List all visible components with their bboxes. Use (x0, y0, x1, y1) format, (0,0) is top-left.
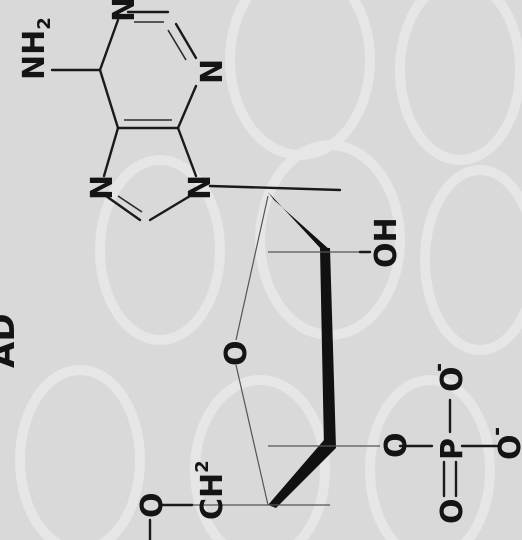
atom-labels: NH2 N N N N O OH CH2 O O P O - O - O AD (0, 0, 522, 524)
n9-label: N (183, 175, 218, 200)
oxide-oxygen-1-label: O (435, 366, 470, 392)
side-caption-label: AD (0, 313, 23, 368)
amine-label: NH2 (17, 17, 55, 80)
adenine-bonds (50, 10, 342, 222)
ring-oxygen-label: O (219, 340, 254, 366)
oxide-oxygen-2-label: O (493, 434, 522, 460)
phosphate-bonds (398, 398, 502, 498)
oxide-charge-1: - (427, 363, 452, 372)
double-bond-oxygen-label: O (435, 498, 470, 524)
oxide-charge-2: - (485, 427, 510, 436)
phosphorus-label: P (435, 438, 470, 460)
ch2-bonds (148, 503, 194, 540)
n7-label: N (85, 175, 120, 200)
ester-oxygen-label: O (379, 432, 414, 458)
n1-label: N (107, 0, 142, 22)
n3-label: N (195, 59, 230, 84)
linking-oxygen-label: O (135, 492, 170, 518)
ch2-label: CH2 (192, 460, 230, 520)
hydroxyl-label: OH (369, 217, 404, 268)
ribose-bonds (176, 192, 380, 508)
